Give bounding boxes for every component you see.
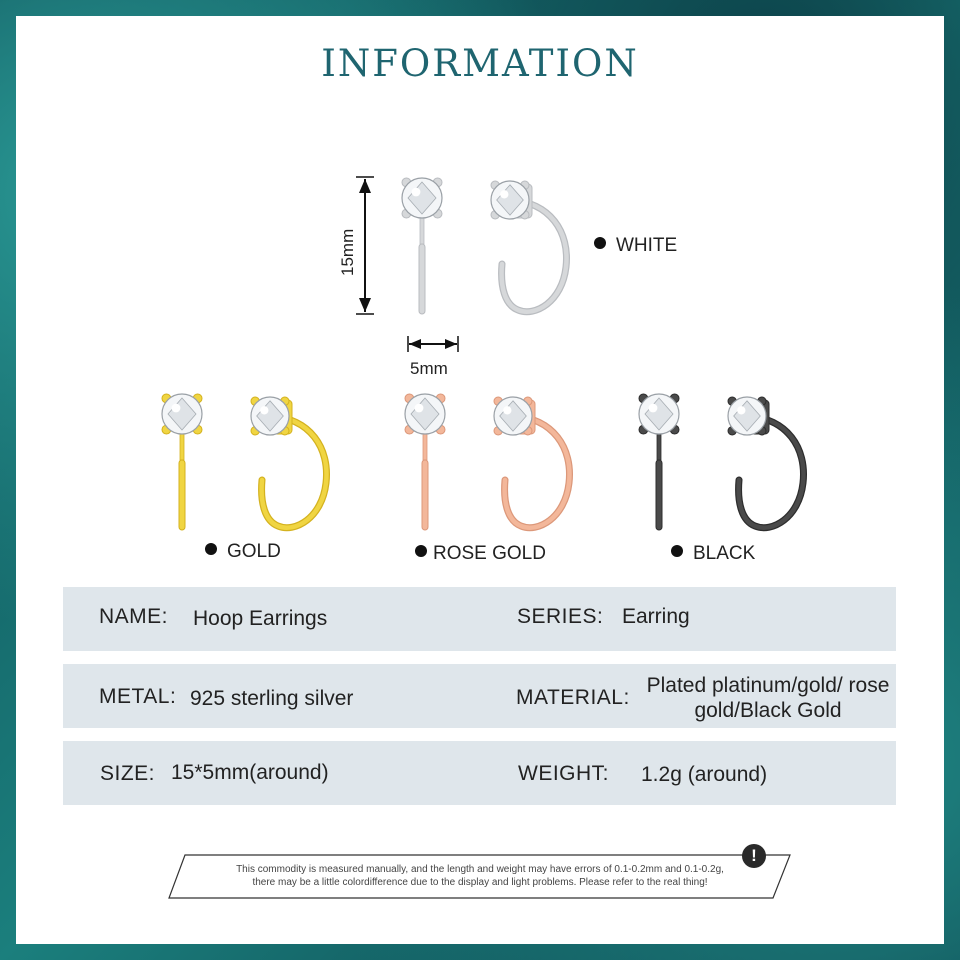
spec-row-name-series [63, 587, 896, 651]
metal-value: 925 sterling silver [190, 687, 354, 710]
weight-key: WEIGHT: [518, 762, 609, 785]
size-key: SIZE: [100, 762, 156, 785]
gemstone-icon [404, 393, 446, 435]
material-value: Plated platinum/gold/ rose gold/Black Go… [646, 674, 890, 722]
page-title: INFORMATION [321, 42, 639, 85]
earring-pair-black [638, 393, 807, 532]
earring-pair-gold [161, 393, 330, 532]
bullet-dot-icon [594, 237, 606, 249]
gemstone-icon [638, 393, 680, 435]
name-key: NAME: [99, 605, 169, 628]
height-label: 15mm [338, 228, 357, 276]
notice-text: This commodity is measured manually, and… [236, 864, 724, 888]
width-dimension-arrow [407, 336, 459, 352]
earring-front-view [418, 209, 426, 315]
metal-key: METAL: [99, 685, 177, 708]
name-value: Hoop Earrings [193, 607, 328, 630]
bullet-dot-icon [415, 545, 427, 557]
variant-label-black: BLACK [671, 543, 755, 565]
notice-box [168, 854, 791, 899]
variant-label-rose-gold: ROSE GOLD [415, 543, 546, 565]
gemstone-icon [727, 396, 767, 436]
earring-pair-white [401, 177, 570, 316]
gemstone-icon [493, 396, 533, 436]
earring-front-view [421, 425, 429, 531]
spec-row-size-weight [63, 741, 896, 805]
gemstone-icon [161, 393, 203, 435]
gemstone-icon [490, 180, 530, 220]
bullet-dot-icon [205, 543, 217, 555]
variant-label-gold: GOLD [205, 541, 281, 563]
gemstone-icon [250, 396, 290, 436]
height-dimension-arrow [356, 176, 374, 315]
spec-row-metal-material [63, 664, 896, 728]
material-key: MATERIAL: [516, 686, 630, 709]
earring-front-view [178, 425, 186, 531]
size-value: 15*5mm(around) [171, 761, 329, 784]
series-key: SERIES: [517, 605, 604, 628]
gemstone-icon [401, 177, 443, 219]
width-label: 5mm [410, 359, 448, 378]
weight-value: 1.2g (around) [641, 763, 768, 786]
bullet-dot-icon [671, 545, 683, 557]
earring-pair-rose-gold [404, 393, 573, 532]
series-value: Earring [622, 605, 690, 628]
earring-front-view [655, 425, 663, 531]
exclamation-icon: ! [742, 844, 766, 868]
variant-label-white: WHITE [594, 235, 677, 257]
